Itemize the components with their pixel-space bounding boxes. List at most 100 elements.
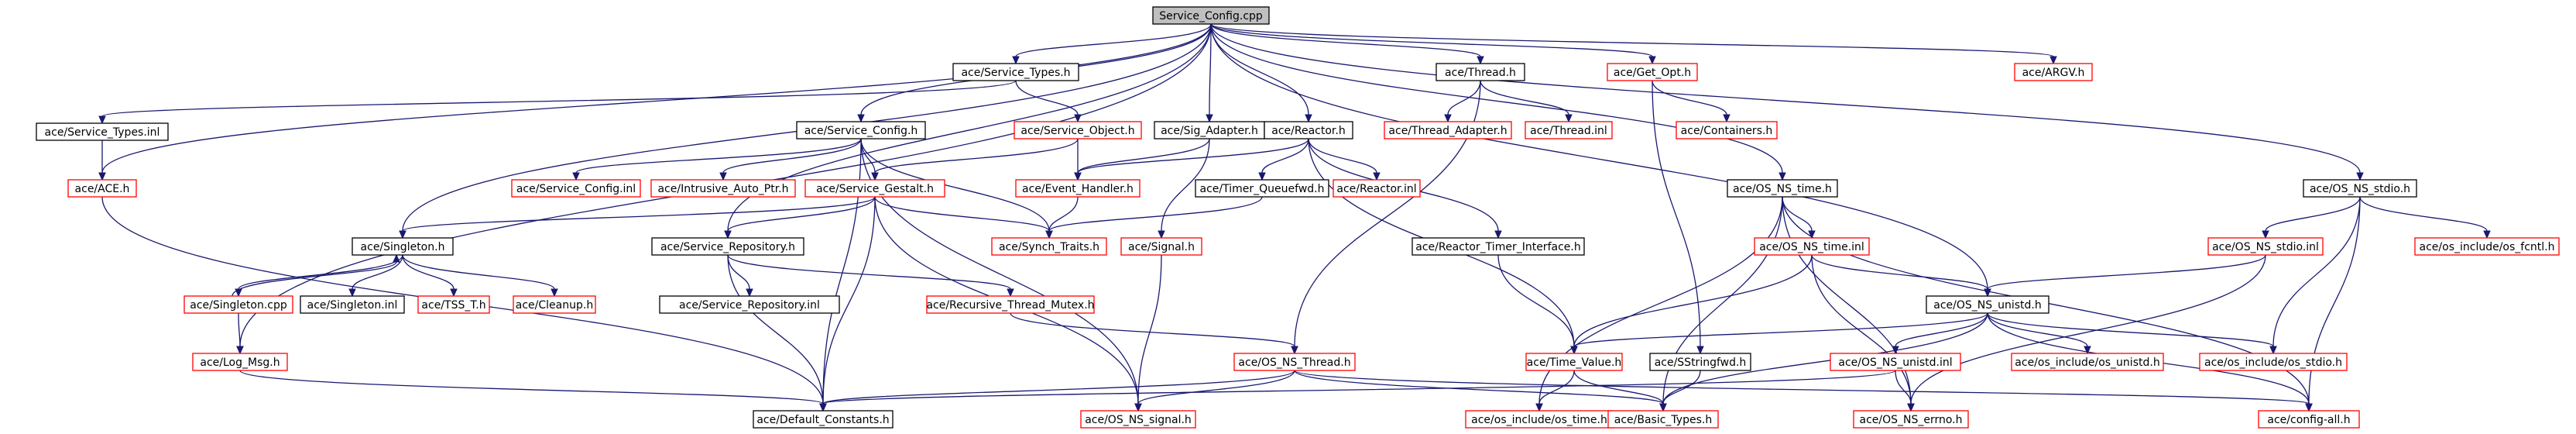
node-argv-h[interactable]: ace/ARGV.h [2014,63,2093,81]
node-intrusive-h[interactable]: ace/Intrusive_Auto_Ptr.h [650,179,796,198]
edge-reactor-h-to-reactor-inl [1308,138,1381,181]
node-label: ace/Singleton.h [361,241,445,253]
node-svc-types-inl[interactable]: ace/Service_Types.inl [36,122,169,141]
edge-os-ns-time-inl-to-time-value-h [1570,254,1813,355]
node-label: ace/Service_Repository.h [660,241,795,253]
edge-timer-qfwd-h-to-synch-traits-h [1045,196,1263,239]
node-box [1080,410,1196,429]
node-box [1435,63,1525,81]
node-svc-repo-h[interactable]: ace/Service_Repository.h [651,237,804,256]
node-label: ace/Singleton.inl [307,299,398,312]
node-cleanup-h[interactable]: ace/Cleanup.h [513,295,596,314]
node-os-fcntl-h[interactable]: ace/os_include/os_fcntl.h [2414,237,2560,256]
node-os-ns-stdio-inl[interactable]: ace/OS_NS_stdio.inl [2207,237,2324,256]
node-reactor-h[interactable]: ace/Reactor.h [1264,121,1353,140]
edge-svc-gestalt-h-to-singleton-h [399,196,876,239]
node-reactor-inl[interactable]: ace/Reactor.inl [1333,179,1421,198]
node-label: ace/Service_Types.inl [45,126,160,139]
node-box [2199,353,2348,371]
node-sig-adapter-h[interactable]: ace/Sig_Adapter.h [1154,121,1265,140]
node-singleton-h[interactable]: ace/Singleton.h [352,237,454,256]
node-label: ace/Timer_Queuefwd.h [1200,183,1325,195]
node-label: ace/SStringfwd.h [1655,356,1747,369]
edge-svc-config-h-to-svc-config-inl [572,138,862,181]
node-timer-qfwd-h[interactable]: ace/Timer_Queuefwd.h [1195,179,1329,198]
node-box [511,179,641,198]
node-label: ace/Time_Value.h [1527,356,1622,369]
node-os-ns-unistd-inl[interactable]: ace/OS_NS_unistd.inl [1830,353,1961,371]
node-time-value-h[interactable]: ace/Time_Value.h [1525,353,1623,371]
node-box [2011,353,2164,371]
node-box [1120,237,1202,256]
node-config-all-h[interactable]: ace/config-all.h [2258,410,2360,429]
edge-os-ns-thread-h-to-os-ns-signal-h [1134,370,1295,412]
node-os-ns-time-h[interactable]: ace/OS_NS_time.h [1727,179,1838,198]
edge-os-ns-stdio-h-to-config-all-h [2305,196,2361,412]
node-label: ace/Thread.inl [1530,125,1607,137]
node-os-ns-stdio-h[interactable]: ace/OS_NS_stdio.h [2303,179,2417,198]
node-containers-h[interactable]: ace/Containers.h [1676,121,1778,140]
node-label: ace/Service_Config.inl [516,183,636,195]
node-box [2414,237,2560,256]
node-label: ace/Containers.h [1681,125,1773,137]
node-tss-t-h[interactable]: ace/TSS_T.h [417,295,490,314]
node-svc-config-inl[interactable]: ace/Service_Config.inl [511,179,641,198]
node-box [1264,121,1353,140]
node-box [1152,6,1270,25]
node-label: ace/Log_Msg.h [200,356,280,369]
node-basic-types-h[interactable]: ace/Basic_Types.h [1607,410,1719,429]
node-synch-traits-h[interactable]: ace/Synch_Traits.h [991,237,1107,256]
node-svc-types-h[interactable]: ace/Service_Types.h [952,63,1079,81]
node-singleton-inl[interactable]: ace/Singleton.inl [300,295,405,314]
node-label: ace/OS_NS_time.h [1733,183,1832,195]
node-label: ace/OS_NS_time.inl [1759,241,1864,253]
edges-layer [98,23,2491,412]
edge-svc-cfg-cpp-to-get-opt-h [1210,23,1656,65]
node-event-handler-h[interactable]: ace/Event_Handler.h [1015,179,1141,198]
node-os-time-h[interactable]: ace/os_include/os_time.h [1465,410,1614,429]
node-box [1411,237,1585,256]
node-box [1014,121,1142,140]
edge-singleton-h-to-singleton-inl [348,254,403,298]
node-os-unistd-h[interactable]: ace/os_include/os_unistd.h [2011,353,2164,371]
node-ace-h[interactable]: ace/ACE.h [67,179,137,198]
edge-svc-cfg-cpp-to-svc-types-h [1012,23,1212,65]
edge-os-ns-unistd-inl-to-os-ns-errno-h [1895,370,1915,412]
node-box [1384,121,1512,140]
node-sstringfwd-h[interactable]: ace/SStringfwd.h [1649,353,1751,371]
edge-recursive-mutex-h-to-os-ns-thread-h [1010,312,1298,355]
node-svc-gestalt-h[interactable]: ace/Service_Gestalt.h [804,179,945,198]
node-log-msg-h[interactable]: ace/Log_Msg.h [192,353,288,371]
node-signal-h[interactable]: ace/Signal.h [1120,237,1202,256]
node-os-ns-unistd-h[interactable]: ace/OS_NS_unistd.h [1926,295,2049,314]
node-reactor-timer-if-h[interactable]: ace/Reactor_Timer_Interface.h [1411,237,1585,256]
node-get-opt-h[interactable]: ace/Get_Opt.h [1607,63,1698,81]
node-svc-config-h[interactable]: ace/Service_Config.h [796,121,926,140]
edge-os-ns-time-inl-to-os-ns-unistd-h [1811,254,1991,298]
edge-thread-h-to-thread-inl [1480,80,1573,123]
node-thread-h[interactable]: ace/Thread.h [1435,63,1525,81]
edge-os-ns-time-h-to-os-ns-time-inl [1782,196,1816,239]
node-svc-repo-inl[interactable]: ace/Service_Repository.inl [659,295,840,314]
node-box [2207,237,2324,256]
node-os-ns-time-inl[interactable]: ace/OS_NS_time.inl [1754,237,1870,256]
node-singleton-cpp[interactable]: ace/Singleton.cpp [184,295,293,314]
node-os-ns-errno-h[interactable]: ace/OS_NS_errno.h [1853,410,1969,429]
node-box [804,179,945,198]
node-default-constants-h[interactable]: ace/Default_Constants.h [753,410,894,429]
node-os-ns-signal-h[interactable]: ace/OS_NS_signal.h [1080,410,1196,429]
node-svc-cfg-cpp[interactable]: Service_Config.cpp [1152,6,1270,25]
node-box [1015,179,1141,198]
edge-reactor-h-to-timer-qfwd-h [1258,138,1309,181]
node-recursive-mutex-h[interactable]: ace/Recursive_Thread_Mutex.h [926,295,1095,314]
node-label: ace/OS_NS_unistd.inl [1838,356,1952,369]
node-thread-adapter-h[interactable]: ace/Thread_Adapter.h [1384,121,1512,140]
node-os-stdio-h[interactable]: ace/os_include/os_stdio.h [2199,353,2348,371]
node-os-ns-thread-h[interactable]: ace/OS_NS_Thread.h [1233,353,1356,371]
node-thread-inl[interactable]: ace/Thread.inl [1525,121,1613,140]
node-svc-object-h[interactable]: ace/Service_Object.h [1014,121,1142,140]
node-label: ace/Service_Object.h [1020,125,1134,137]
edge-os-ns-unistd-h-to-os-stdio-h [1987,312,2277,355]
node-box [1333,179,1421,198]
edge-os-ns-thread-h-to-basic-types-h [1294,370,1667,412]
